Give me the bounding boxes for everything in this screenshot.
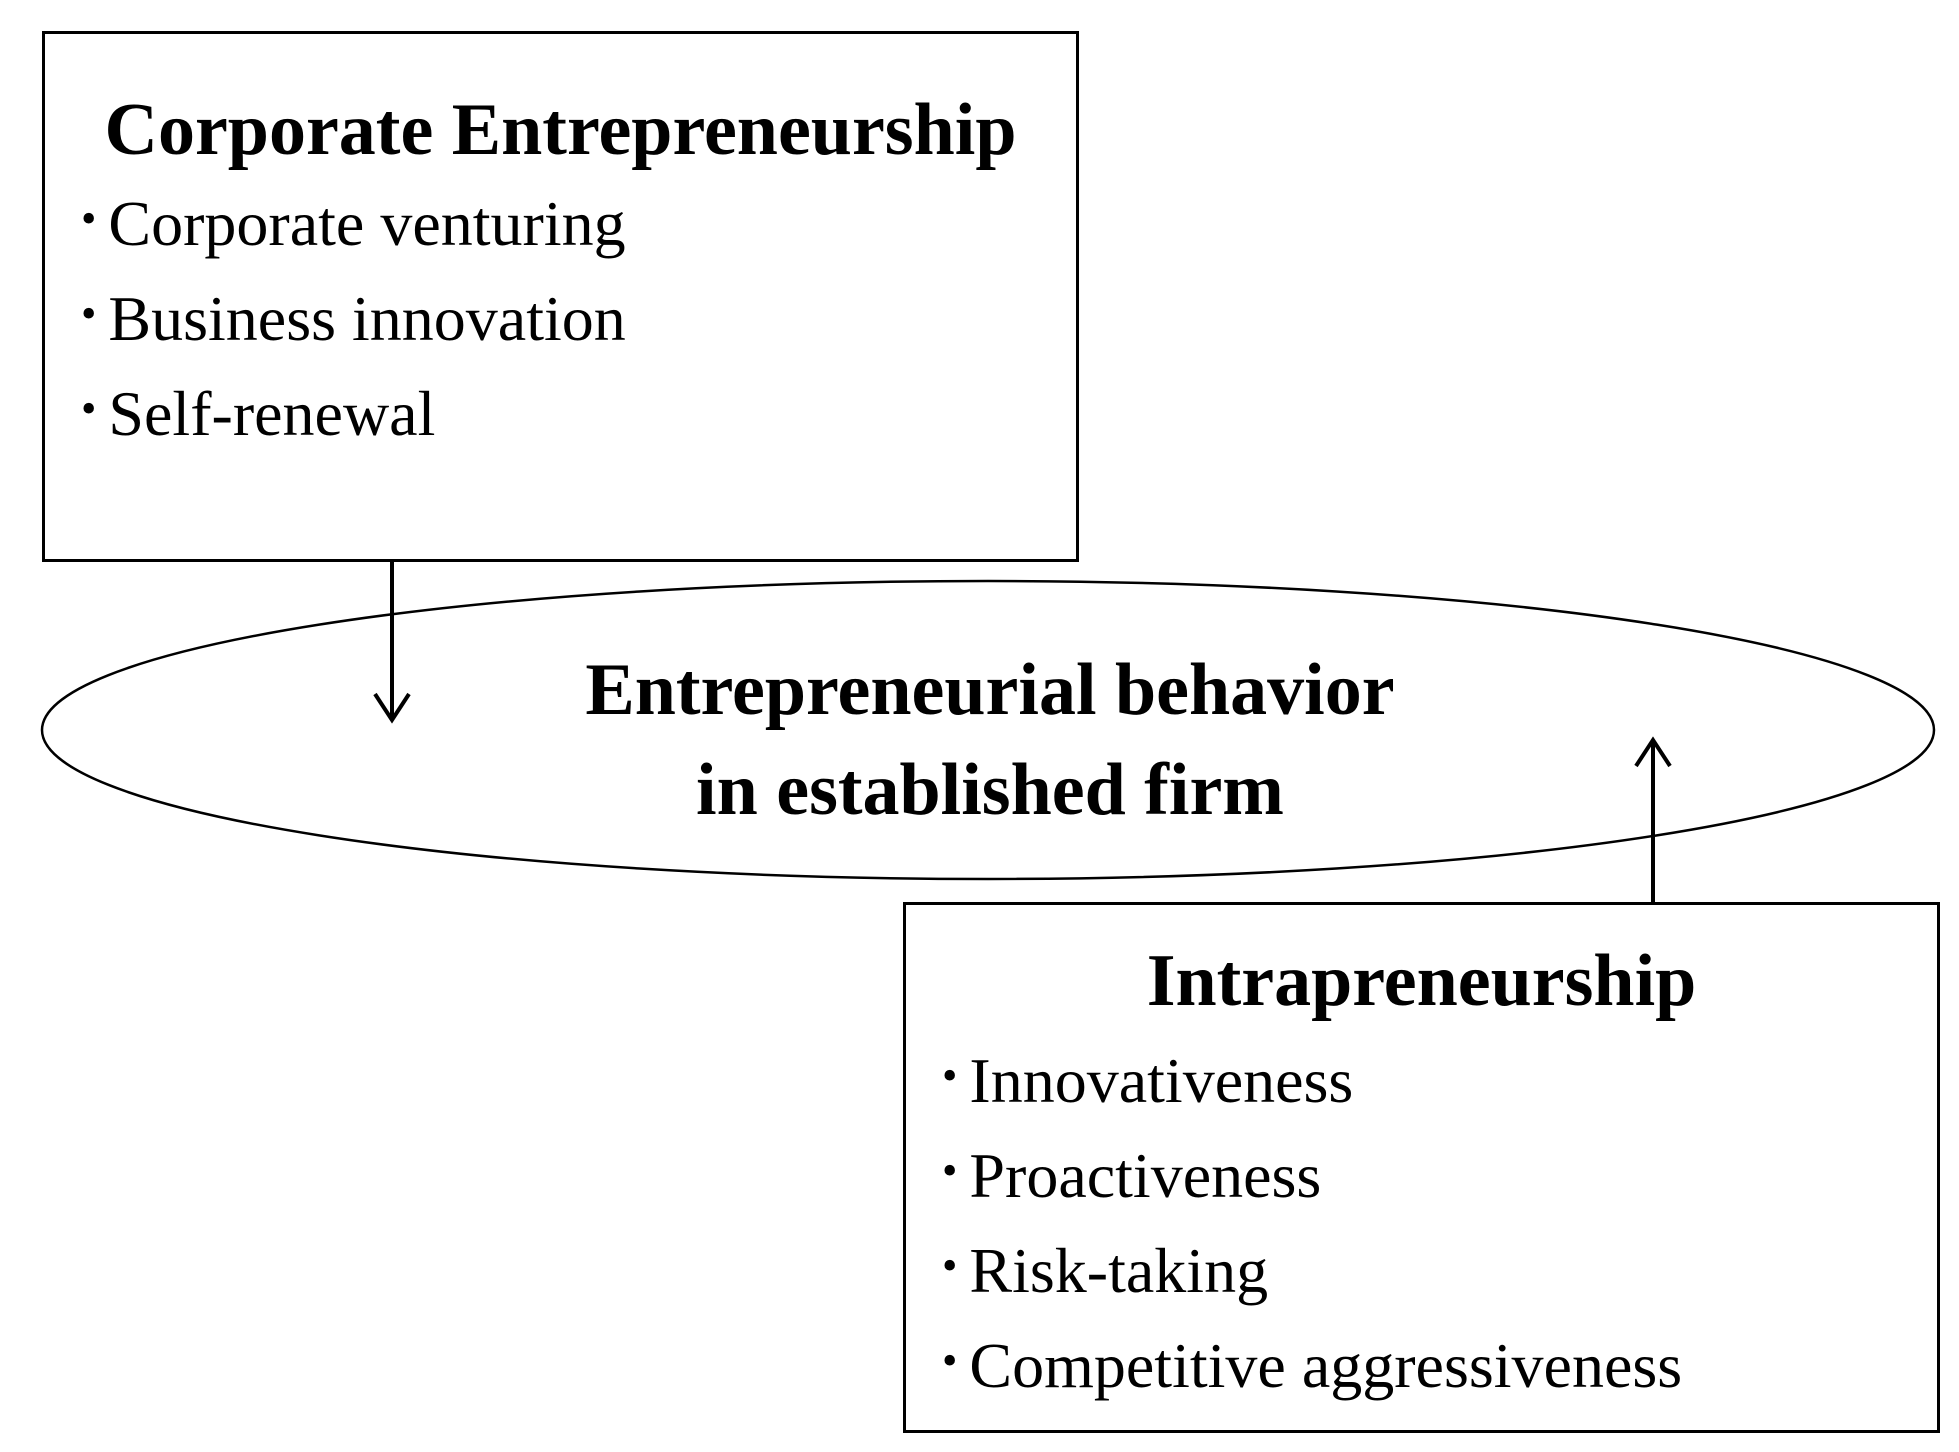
center-label-line1: Entrepreneurial behavior — [585, 649, 1395, 731]
list-item: •Innovativeness — [942, 1031, 1937, 1126]
center-ellipse — [40, 579, 1936, 881]
arrow-down-head — [373, 692, 411, 724]
intrapreneurship-box: Intrapreneurship •Innovativeness •Proact… — [903, 902, 1940, 1433]
bullet-icon: • — [81, 289, 97, 338]
bullet-icon: • — [942, 1146, 958, 1195]
list-item: •Proactiveness — [942, 1126, 1937, 1221]
list-item: •Competitive aggressiveness — [942, 1316, 1937, 1411]
bullet-icon: • — [942, 1051, 958, 1100]
bullet-icon: • — [942, 1241, 958, 1290]
bullet-icon: • — [81, 384, 97, 433]
list-item: •Corporate venturing — [81, 174, 1076, 269]
arrow-up-head — [1634, 736, 1672, 768]
intrapreneurship-list: •Innovativeness •Proactiveness •Risk-tak… — [942, 1031, 1937, 1411]
list-item: •Risk-taking — [942, 1221, 1937, 1316]
center-label-line2: in established firm — [696, 749, 1284, 831]
corporate-entrepreneurship-list: •Corporate venturing •Business innovatio… — [81, 174, 1076, 459]
corporate-entrepreneurship-box: Corporate Entrepreneurship •Corporate ve… — [42, 31, 1079, 562]
list-item: •Self-renewal — [81, 364, 1076, 459]
entrepreneurial-behavior-label: Entrepreneurial behavior in established … — [390, 640, 1590, 840]
list-item: •Business innovation — [81, 269, 1076, 364]
intrapreneurship-title: Intrapreneurship — [1146, 940, 1697, 1022]
corporate-entrepreneurship-title: Corporate Entrepreneurship — [104, 89, 1017, 171]
bullet-icon: • — [942, 1336, 958, 1385]
bullet-icon: • — [81, 194, 97, 243]
